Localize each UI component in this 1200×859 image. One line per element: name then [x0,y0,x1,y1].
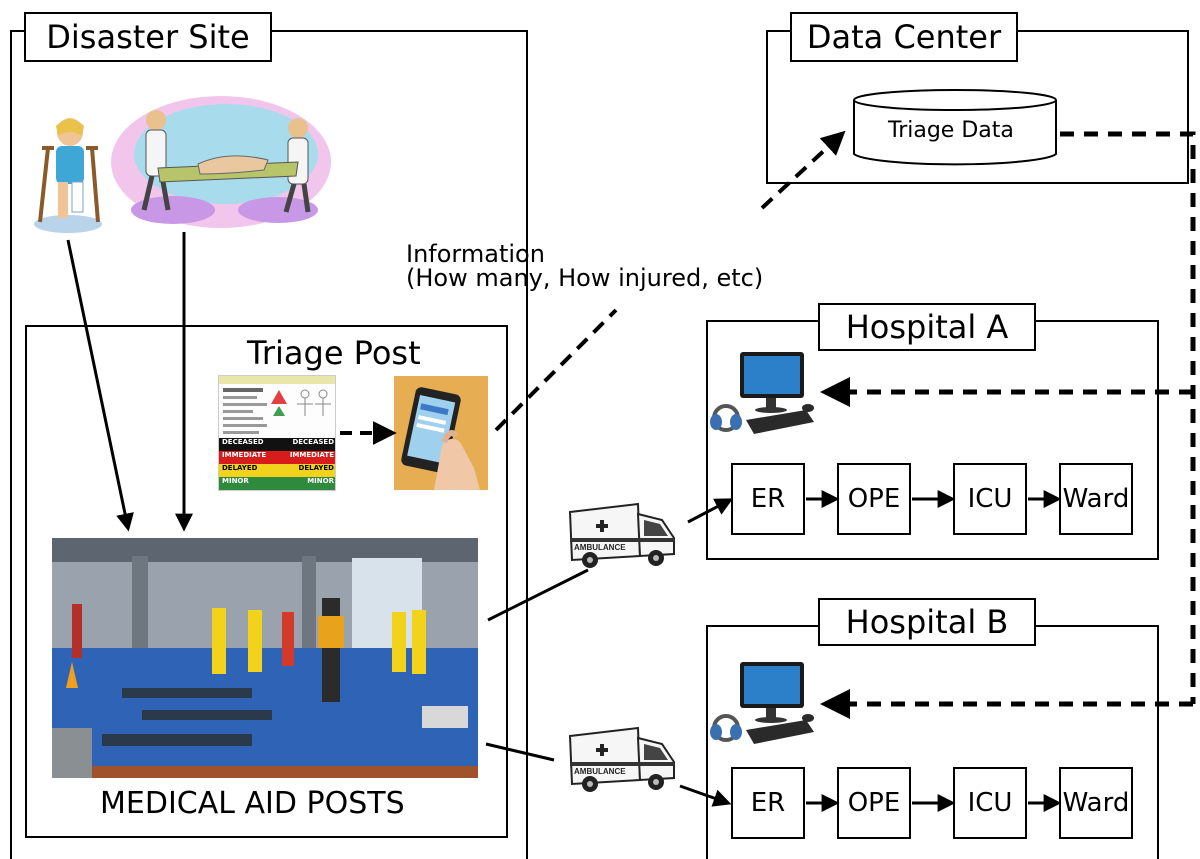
hospital-b-er: ER [731,767,805,839]
ambulance-b-icon: AMBULANCE [566,722,678,796]
ambulance-a-icon: AMBULANCE [566,498,678,572]
smartphone-photo [394,376,488,490]
ambulance-a-lettering: AMBULANCE [574,543,626,552]
triage-post-frame [25,325,508,838]
hospital-b-title: Hospital B [818,598,1036,646]
line-aid-post-to-ambulance-b [485,742,555,762]
hospital-b-computer-icon [706,658,818,748]
data-center-title: Data Center [790,12,1018,62]
disaster-site-title: Disaster Site [24,12,272,62]
tag-row-delayed-label-right: DELAYED [298,464,334,472]
tag-row-deceased-label-right: DECEASED [292,438,334,446]
tag-row-deceased-label: DECEASED [222,438,264,446]
tag-row-minor-label-right: MINOR [307,477,334,485]
triage-tag-rows: DECEASED DECEASED IMMEDIATE IMMEDIATE DE… [219,438,335,490]
tag-row-immediate: IMMEDIATE IMMEDIATE [219,451,335,464]
tag-row-delayed: DELAYED DELAYED [219,464,335,477]
tag-row-immediate-label: IMMEDIATE [222,451,267,459]
medical-aid-posts-photo [52,538,478,778]
medical-aid-posts-label: MEDICAL AID POSTS [100,786,405,821]
tag-row-minor: MINOR MINOR [219,477,335,490]
injured-patient-illustration [26,112,108,234]
hospital-b-ward: Ward [1059,767,1133,839]
tag-row-delayed-label: DELAYED [222,464,258,472]
hospital-b-ope: OPE [837,767,911,839]
stretcher-team-illustration [108,92,334,232]
arrow-ambulance-b-to-er [679,784,732,807]
hospital-a-title: Hospital A [818,303,1036,351]
hospital-a-computer-icon [706,348,818,438]
hospital-a-ward: Ward [1059,463,1133,535]
tag-row-immediate-label-right: IMMEDIATE [289,451,334,459]
triage-data-database: Triage Data [852,88,1058,168]
hospital-a-er: ER [731,463,805,535]
tag-row-deceased: DECEASED DECEASED [219,438,335,451]
information-label: Information [406,240,545,268]
arrow-phone-to-triage-data-upper [760,130,846,210]
line-aid-post-to-ambulance-a [487,568,589,622]
triage-post-title: Triage Post [247,334,421,372]
information-detail: (How many, How injured, etc) [406,264,764,292]
dashed-triage-data-bus [1060,131,1196,704]
tag-row-minor-label: MINOR [222,477,249,485]
arrow-phone-to-triage-data [494,308,618,432]
hospital-a-ope: OPE [837,463,911,535]
triage-data-label: Triage Data [888,118,1014,143]
arrow-ambulance-a-to-er [687,498,734,524]
triage-tag-card: DECEASED DECEASED IMMEDIATE IMMEDIATE DE… [218,375,336,491]
ambulance-b-lettering: AMBULANCE [574,767,626,776]
arrow-patient-to-aid-post [66,239,134,532]
